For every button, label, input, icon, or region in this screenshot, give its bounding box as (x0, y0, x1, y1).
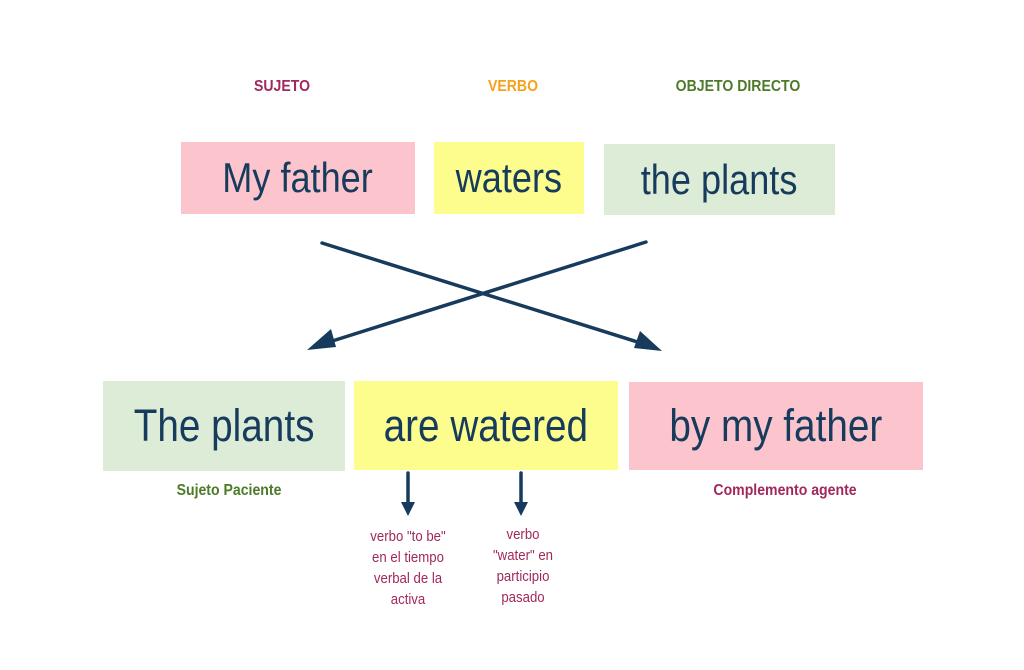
active-subject-box: My father (181, 142, 415, 214)
passive-verb-text: are watered (383, 399, 589, 451)
active-verb-box: waters (434, 142, 584, 214)
active-object-text: the plants (641, 155, 798, 203)
active-object-box: the plants (604, 144, 835, 215)
to-be-note-line: activa (390, 591, 426, 608)
to-be-note-line: verbal de la (373, 570, 443, 587)
passive-agent-box: by my father (629, 382, 923, 470)
active-subject-text: My father (222, 154, 374, 201)
to-be-note-line: en el tiempo (372, 549, 444, 566)
passive-subject-text: The plants (133, 400, 315, 451)
participle-note-line: "water" en (492, 547, 554, 564)
passive-agent-text: by my father (669, 400, 883, 451)
arrowhead-left (307, 329, 336, 350)
arrowhead-right (634, 331, 662, 351)
subject-label: SUJETO (253, 78, 311, 95)
verb-label: VERBO (487, 78, 539, 95)
participle-note: verbo "water" en participio pasado (474, 524, 573, 608)
cross-arrow-object-to-subject (324, 240, 648, 345)
agent-complement-label: Complemento agente (713, 482, 857, 499)
participle-note-line: pasado (501, 589, 545, 606)
passive-verb-box: are watered (354, 381, 618, 470)
cross-arrow-subject-to-agent (320, 241, 646, 346)
passive-subject-box: The plants (103, 381, 345, 471)
direct-object-label: OBJETO DIRECTO (675, 78, 801, 95)
patient-subject-label: Sujeto Paciente (176, 482, 282, 499)
to-be-note-line: verbo "to be" (370, 528, 446, 545)
to-be-note: verbo "to be" en el tiempo verbal de la … (346, 526, 469, 610)
participle-note-line: verbo (506, 526, 540, 543)
participle-note-line: participio (496, 568, 550, 585)
participle-arrowhead (514, 502, 528, 516)
active-verb-text: waters (455, 154, 563, 201)
to-be-arrowhead (401, 502, 415, 516)
